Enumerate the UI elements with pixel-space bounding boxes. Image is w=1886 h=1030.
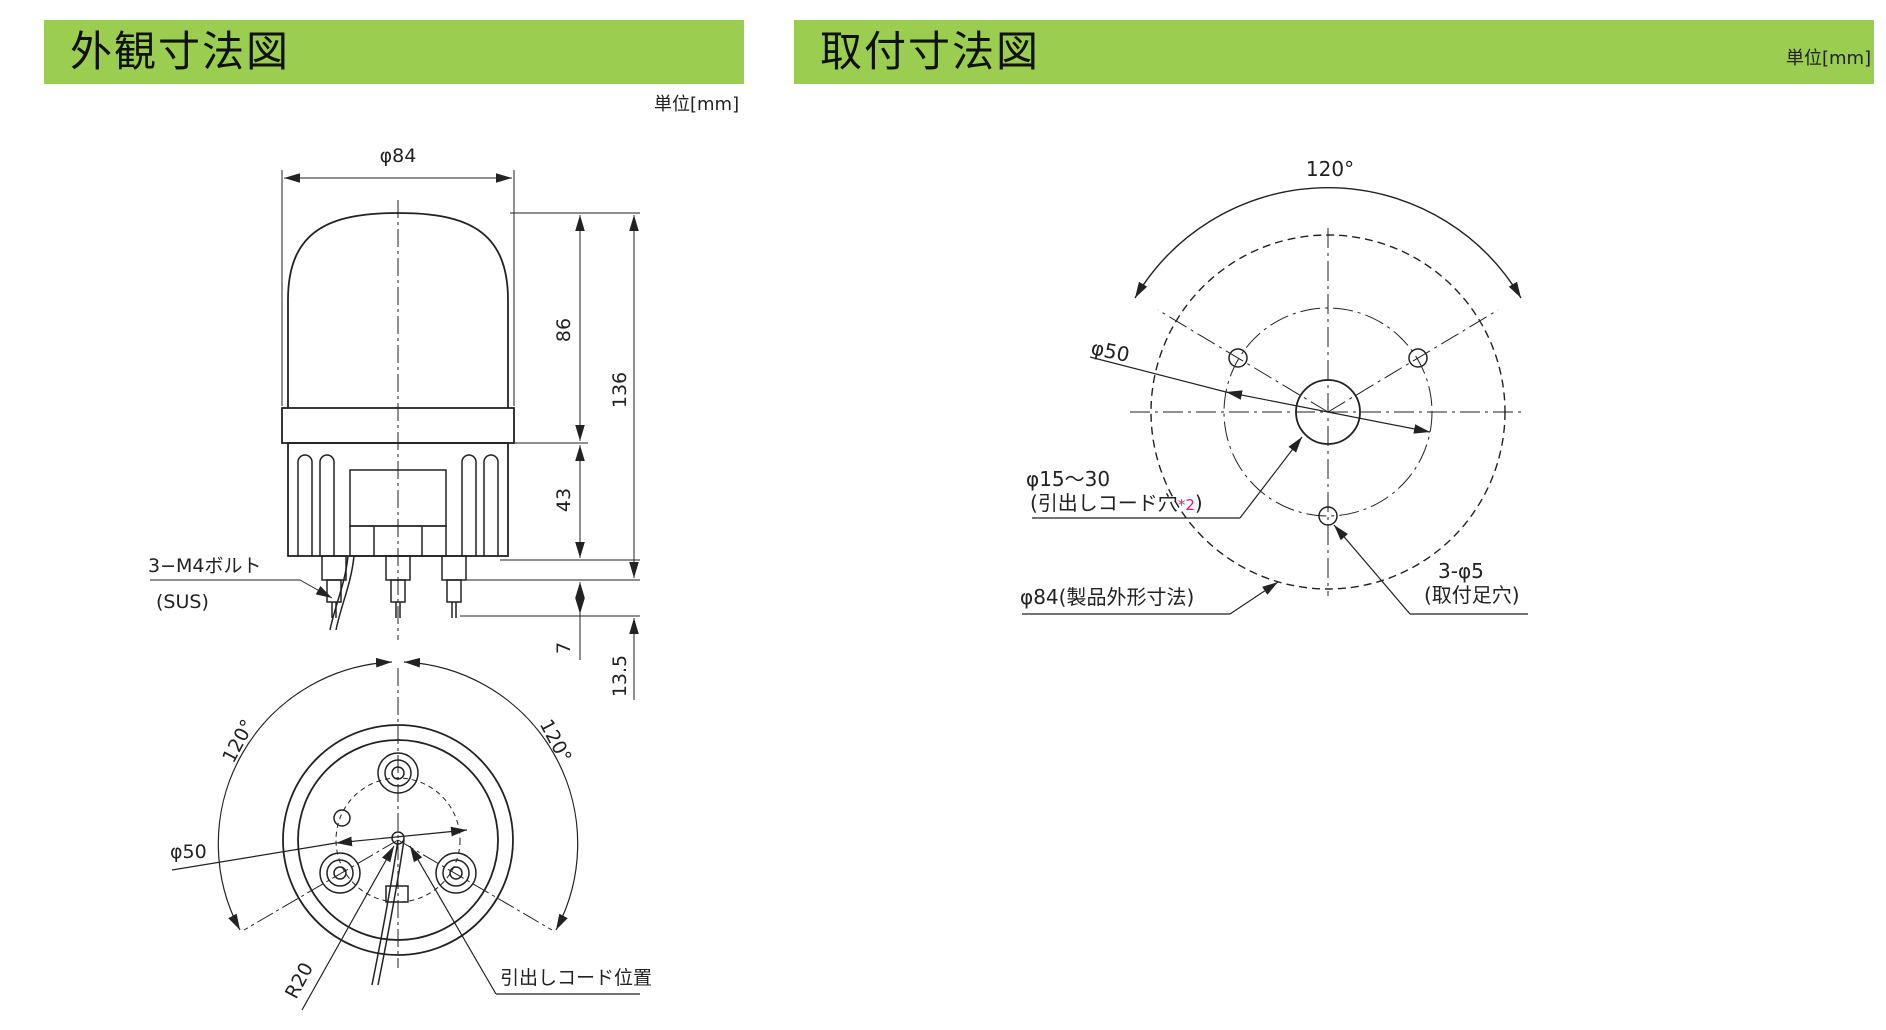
right-unit-label: 単位[mm] <box>1786 48 1872 69</box>
cord-hole-note-text: (引出しコード穴 <box>1030 491 1178 515</box>
label-pcd-left: φ50 <box>170 841 207 863</box>
label-height-86: 86 <box>553 318 575 342</box>
label-angle-right-panel: 120° <box>1306 157 1354 181</box>
label-pcd-right: φ50 <box>1089 335 1132 367</box>
mount-view <box>1022 186 1528 615</box>
label-height-43: 43 <box>553 488 575 512</box>
mount-hole-left <box>1228 348 1248 368</box>
left-header-bar: 外観寸法図 <box>44 20 744 84</box>
label-mount-holes: 3-φ5 <box>1438 559 1484 583</box>
bolt-head-left <box>319 852 361 894</box>
bolt-head-right <box>435 852 477 894</box>
cord-hole-note-close: ) <box>1195 491 1203 515</box>
left-unit-label: 単位[mm] <box>654 94 740 115</box>
bottom-view <box>171 657 640 1011</box>
label-stud-7: 7 <box>553 642 575 654</box>
label-diameter: φ84 <box>380 145 417 167</box>
label-bolt: 3−M4ボルト <box>148 555 262 577</box>
label-angle-right: 120° <box>535 716 576 767</box>
label-stud-13-5: 13.5 <box>609 655 631 697</box>
side-dimensions <box>150 170 640 700</box>
right-header-title: 取付寸法図 <box>820 27 1041 76</box>
left-header-title: 外観寸法図 <box>70 27 291 76</box>
label-product-outline: φ84(製品外形寸法) <box>1020 585 1194 609</box>
label-bolt-material: (SUS) <box>156 591 209 613</box>
label-mount-holes-note: (取付足穴) <box>1424 583 1520 607</box>
label-angle-left: 120° <box>218 716 259 767</box>
cord-hole-note-mark: *2 <box>1178 496 1195 514</box>
label-cord-position: 引出しコード位置 <box>500 967 652 989</box>
right-header-bar: 取付寸法図 <box>794 20 1874 84</box>
label-cord-hole: φ15〜30 <box>1026 467 1110 491</box>
label-cord-hole-note: (引出しコード穴*2) <box>1030 491 1203 515</box>
mount-hole-right <box>1408 348 1428 368</box>
label-height-136: 136 <box>609 372 631 408</box>
label-radius: R20 <box>281 959 318 1002</box>
side-view <box>281 200 515 640</box>
